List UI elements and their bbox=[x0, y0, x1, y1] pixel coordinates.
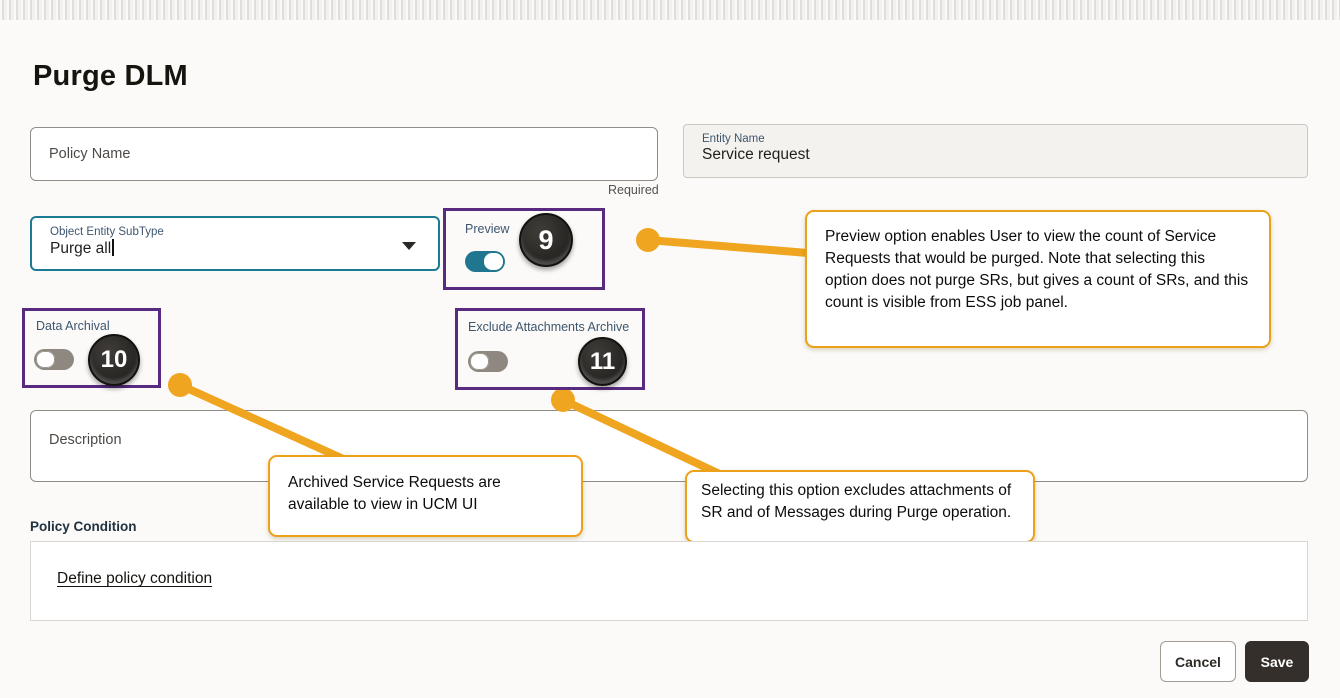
annotation-badge-10: 10 bbox=[88, 334, 140, 386]
policy-condition-heading: Policy Condition bbox=[30, 519, 137, 534]
policy-name-input[interactable]: Policy Name bbox=[30, 127, 658, 181]
callout-preview: Preview option enables User to view the … bbox=[805, 210, 1271, 348]
define-policy-condition-link[interactable]: Define policy condition bbox=[57, 570, 213, 587]
page-title: Purge DLM bbox=[33, 60, 188, 92]
object-entity-subtype-value: Purge all bbox=[50, 239, 438, 258]
object-entity-subtype-select[interactable]: Object Entity SubType Purge all bbox=[30, 216, 440, 271]
annotation-badge-9: 9 bbox=[519, 213, 573, 267]
connector-dot-preview bbox=[636, 228, 660, 252]
connector-line-preview bbox=[647, 236, 809, 257]
policy-name-placeholder: Policy Name bbox=[49, 146, 131, 162]
chevron-down-icon[interactable] bbox=[402, 242, 416, 250]
connector-dot-exclude bbox=[551, 388, 575, 412]
callout-exclude-attachments: Selecting this option excludes attachmen… bbox=[685, 470, 1035, 543]
description-placeholder: Description bbox=[49, 432, 122, 448]
entity-name-label: Entity Name bbox=[702, 133, 765, 145]
text-cursor bbox=[112, 239, 114, 256]
exclude-attachments-toggle[interactable] bbox=[468, 351, 508, 372]
save-button[interactable]: Save bbox=[1245, 641, 1309, 682]
exclude-attachments-toggle-knob bbox=[470, 353, 489, 370]
preview-toggle[interactable] bbox=[465, 251, 505, 272]
data-archival-toggle-label: Data Archival bbox=[36, 319, 110, 333]
cancel-button[interactable]: Cancel bbox=[1160, 641, 1236, 682]
exclude-attachments-annotation-box: Exclude Attachments Archive bbox=[455, 308, 645, 390]
entity-name-field: Entity Name Service request bbox=[683, 124, 1308, 178]
data-archival-annotation-box: Data Archival bbox=[22, 308, 161, 388]
connector-dot-data-archival bbox=[168, 373, 192, 397]
required-hint: Required bbox=[608, 183, 659, 197]
data-archival-toggle[interactable] bbox=[34, 349, 74, 370]
callout-data-archival: Archived Service Requests are available … bbox=[268, 455, 583, 537]
object-entity-subtype-label: Object Entity SubType bbox=[50, 226, 164, 238]
description-input[interactable]: Description bbox=[30, 410, 1308, 482]
preview-annotation-box: Preview bbox=[443, 208, 605, 290]
policy-condition-panel bbox=[30, 541, 1308, 621]
preview-toggle-knob bbox=[484, 253, 503, 270]
data-archival-toggle-knob bbox=[36, 351, 55, 368]
window-top-texture-band bbox=[0, 0, 1340, 20]
annotation-badge-11: 11 bbox=[578, 337, 627, 386]
entity-name-value: Service request bbox=[702, 146, 810, 163]
preview-toggle-label: Preview bbox=[465, 222, 510, 236]
exclude-attachments-toggle-label: Exclude Attachments Archive bbox=[468, 320, 630, 334]
